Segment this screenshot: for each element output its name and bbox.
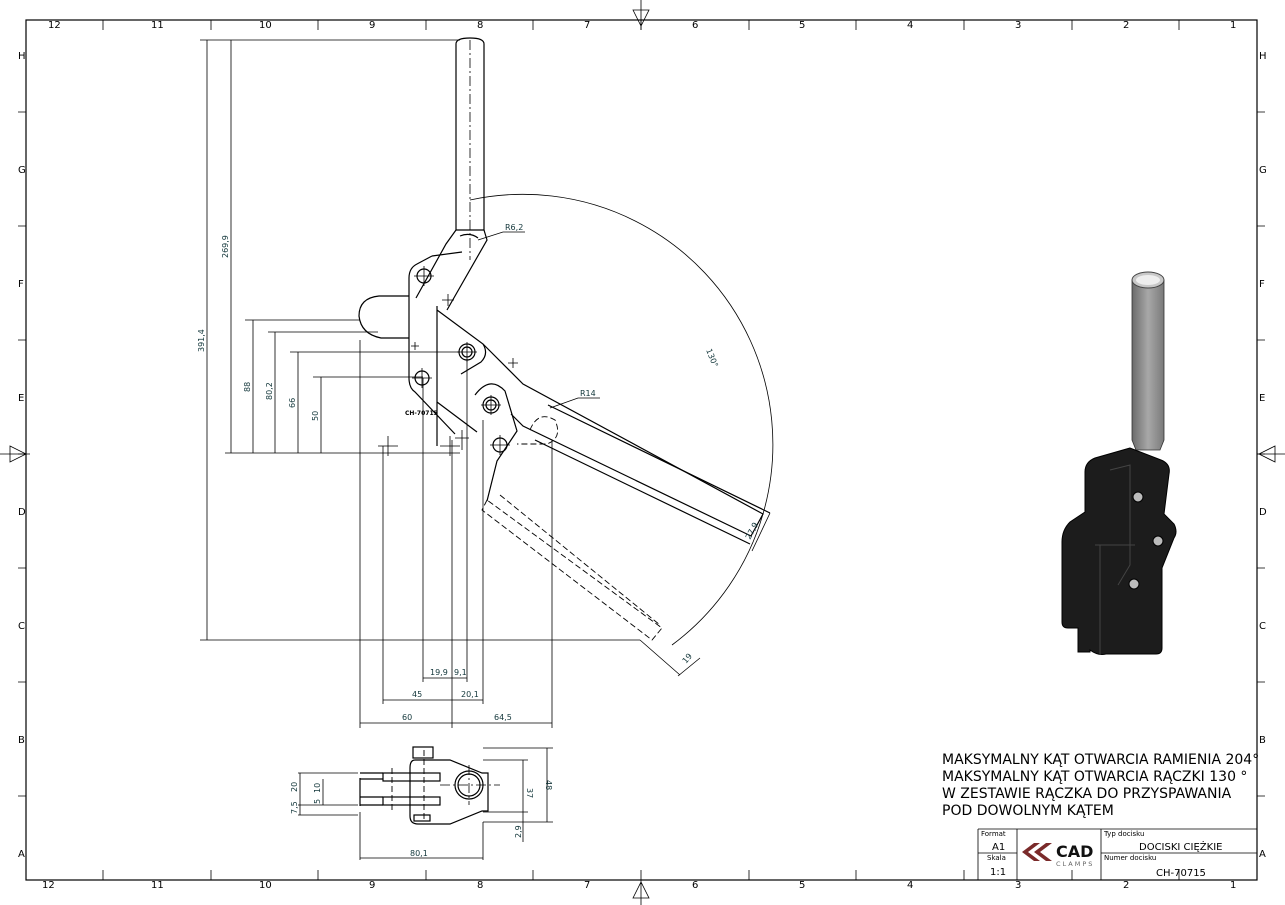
- column-label: 5: [799, 880, 805, 891]
- row-label: D: [18, 507, 26, 518]
- column-label: 4: [907, 880, 913, 891]
- column-label: 4: [907, 20, 913, 31]
- dim-19-9: 19,9: [430, 668, 448, 677]
- dim-37: 37: [525, 788, 534, 798]
- cad-clamps-logo: CAD CLAMPS: [1022, 842, 1094, 868]
- dim-45: 45: [412, 690, 422, 699]
- row-label: E: [18, 393, 24, 404]
- row-label: G: [1259, 165, 1267, 176]
- dim-269-9: 269,9: [221, 235, 230, 258]
- column-label: 8: [477, 20, 483, 31]
- column-labels: 12 11 10 9 8 7 6 5 4 3 2 1 12 11 10 9 8 …: [42, 20, 1236, 891]
- column-label: 1: [1230, 20, 1236, 31]
- dim-64-5: 64,5: [494, 713, 512, 722]
- column-label: 12: [48, 20, 61, 31]
- column-label: 5: [799, 20, 805, 31]
- dim-2-9: 2,9: [514, 825, 523, 838]
- row-labels: H G F E D C B A H G F E D C B A: [18, 51, 1267, 860]
- note-line: POD DOWOLNYM KĄTEM: [942, 803, 1114, 819]
- top-view: 20 7,5 10 5 37 48 2,9 80,1: [290, 746, 553, 860]
- column-label: 10: [259, 880, 272, 891]
- column-label: 2: [1123, 880, 1129, 891]
- type-label: Typ docisku: [1103, 830, 1144, 838]
- column-label: 9: [369, 20, 375, 31]
- scale-label: Skala: [987, 854, 1006, 862]
- dim-20-1: 20,1: [461, 690, 479, 699]
- row-label: D: [1259, 507, 1267, 518]
- column-label: 11: [151, 20, 164, 31]
- part-marking: CH-70715: [405, 410, 438, 417]
- dim-angle-130: 130°: [704, 347, 720, 368]
- dim-9-1: 9,1: [454, 668, 467, 677]
- column-label: 11: [151, 880, 164, 891]
- row-label: C: [1259, 621, 1266, 632]
- dim-7-5: 7,5: [290, 801, 299, 814]
- row-label: G: [18, 165, 26, 176]
- type-value: DOCISKI CIĘŻKIE: [1139, 840, 1222, 853]
- dim-60: 60: [402, 713, 412, 722]
- row-label: C: [18, 621, 25, 632]
- column-label: 7: [584, 880, 590, 891]
- row-label: A: [18, 849, 25, 860]
- dim-48: 48: [544, 780, 553, 790]
- dim-80-2: 80,2: [265, 382, 274, 400]
- number-label: Numer docisku: [1104, 854, 1156, 862]
- column-label: 6: [692, 20, 698, 31]
- handle-tube: [455, 37, 485, 231]
- title-block: Format A1 Skala 1:1 CAD CLAMPS Typ docis…: [977, 828, 1257, 880]
- row-label: E: [1259, 393, 1265, 404]
- scale-value: 1:1: [990, 867, 1006, 878]
- dim-50: 50: [311, 411, 320, 421]
- column-label: 6: [692, 880, 698, 891]
- column-label: 10: [259, 20, 272, 31]
- row-label: H: [18, 51, 26, 62]
- column-label: 3: [1015, 20, 1021, 31]
- format-label: Format: [981, 830, 1006, 838]
- notes: MAKSYMALNY KĄT OTWARCIA RAMIENIA 204° MA…: [942, 752, 1259, 819]
- drawing-frame: [25, 19, 1258, 881]
- dim-20: 20: [290, 782, 299, 792]
- dim-19: 19: [681, 652, 694, 666]
- front-view: 27,9 19 130° R6,2 R14 CH-70715 391,4 269…: [197, 37, 774, 728]
- dim-10: 10: [313, 783, 322, 793]
- dim-80-1: 80,1: [410, 849, 428, 858]
- logo-text: CAD: [1056, 842, 1093, 861]
- dim-r6-2: R6,2: [505, 223, 523, 232]
- opening-arc: [469, 193, 774, 646]
- dim-88: 88: [243, 382, 252, 392]
- isometric-clamp-view: [1061, 271, 1177, 655]
- logo-subtext: CLAMPS: [1056, 860, 1094, 868]
- number-value: CH-70715: [1156, 868, 1206, 879]
- column-label: 7: [584, 20, 590, 31]
- note-line: W ZESTAWIE RĄCZKA DO PRZYSPAWANIA: [942, 786, 1232, 802]
- row-label: F: [18, 279, 24, 290]
- note-line: MAKSYMALNY KĄT OTWARCIA RAMIENIA 204°: [942, 752, 1259, 768]
- row-label: B: [1259, 735, 1266, 746]
- column-label: 9: [369, 880, 375, 891]
- column-label: 3: [1015, 880, 1021, 891]
- dim-r14: R14: [580, 389, 596, 398]
- dim-391-4: 391,4: [197, 329, 206, 352]
- note-line: MAKSYMALNY KĄT OTWARCIA RĄCZKI 130 °: [942, 769, 1247, 785]
- dim-5: 5: [313, 799, 322, 804]
- dim-66: 66: [288, 398, 297, 408]
- row-label: H: [1259, 51, 1267, 62]
- row-label: F: [1259, 279, 1265, 290]
- row-label: A: [1259, 849, 1266, 860]
- row-label: B: [18, 735, 25, 746]
- format-value: A1: [992, 842, 1005, 853]
- column-label: 12: [42, 880, 55, 891]
- column-label: 2: [1123, 20, 1129, 31]
- column-label: 8: [477, 880, 483, 891]
- column-label: 1: [1230, 880, 1236, 891]
